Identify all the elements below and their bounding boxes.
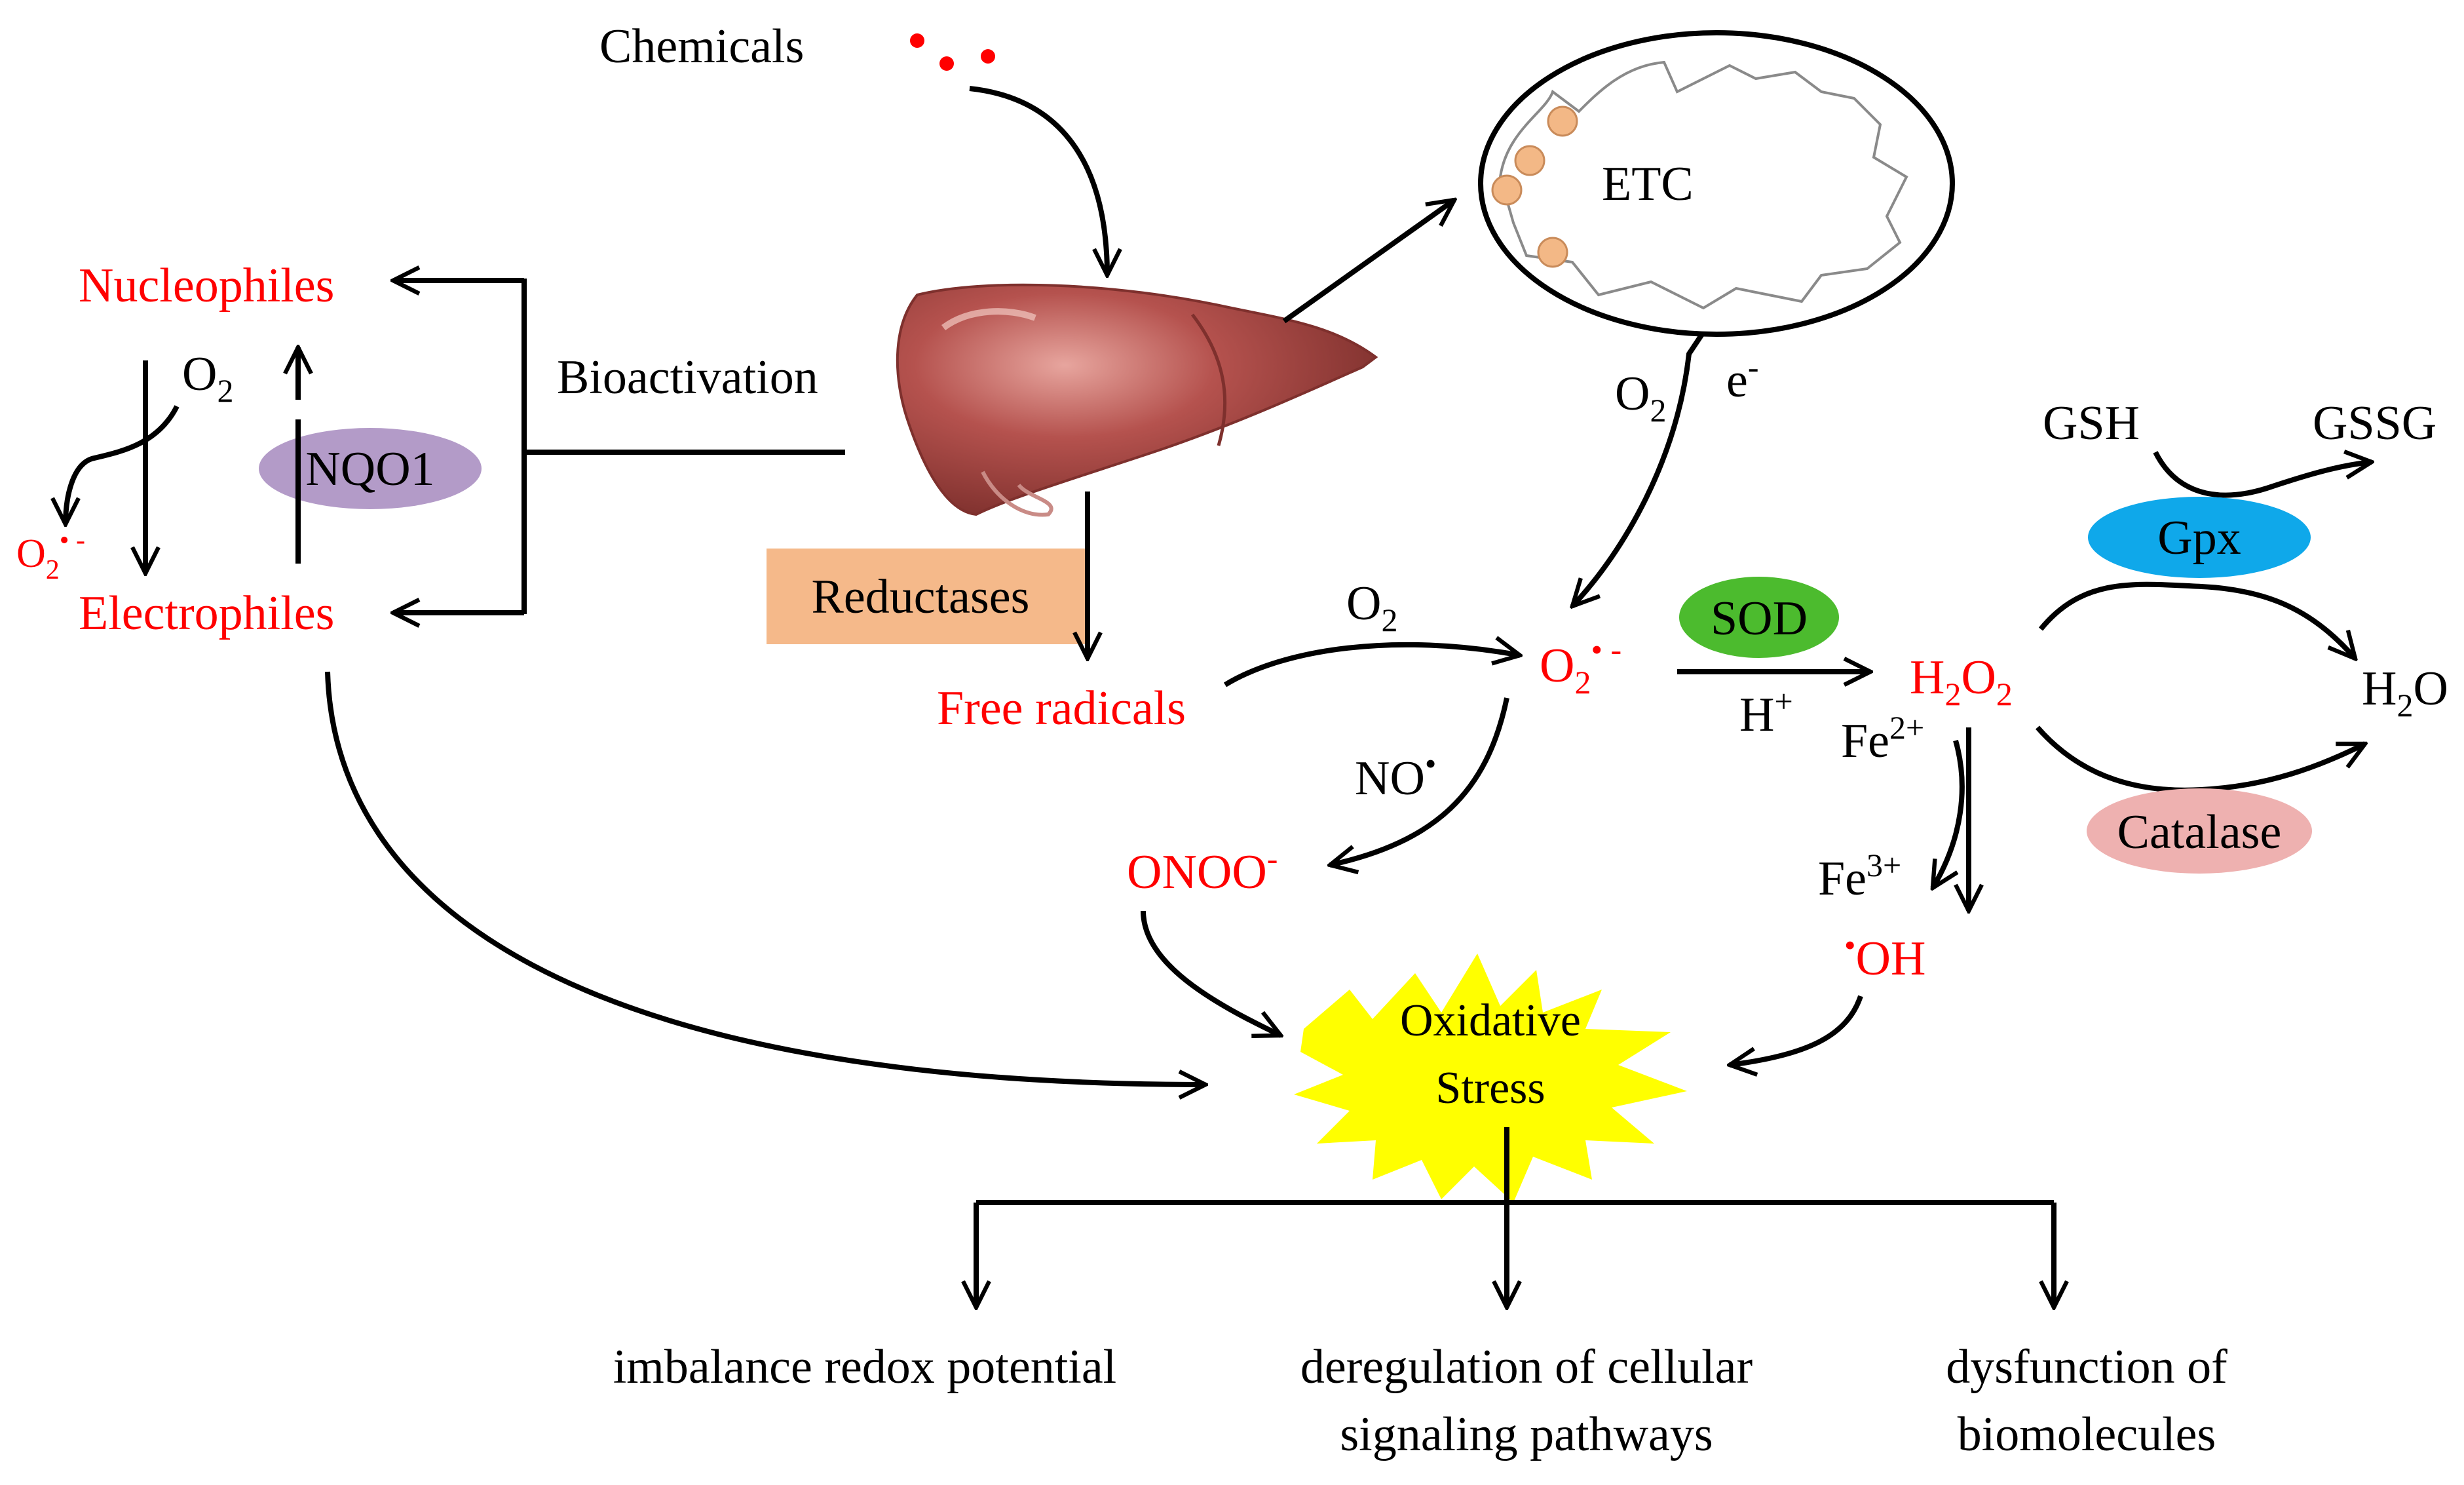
arrow-h2o2-to-h2o-catalase [2035, 725, 2365, 793]
h2o-label: H2O [2362, 662, 2448, 723]
reductases-label: Reductases [812, 570, 1030, 624]
arrow-onoo-to-stress [1141, 910, 1281, 1035]
nucleophiles-label: Nucleophiles [79, 259, 334, 313]
no-label: NO• [1355, 745, 1436, 805]
nqo1-label: NQO1 [305, 442, 434, 496]
free-radicals-label: Free radicals [937, 682, 1186, 735]
gssg-label: GSSG [2313, 396, 2436, 450]
arrow-liver-to-etc [1282, 200, 1454, 324]
etc-label: ETC [1602, 157, 1694, 211]
o2-left-label: O2 [182, 347, 233, 409]
liver-icon [896, 283, 1378, 517]
arrow-free-radicals-to-superoxide [1223, 645, 1520, 687]
superoxide-mid-label: O2• - [1540, 631, 1621, 701]
h2o2-label: H2O2 [1910, 651, 2013, 712]
fe2-label: Fe2+ [1841, 709, 1924, 768]
outcome-imbalance-redox: imbalance redox potential [613, 1340, 1116, 1394]
chemical-dots [910, 33, 995, 71]
arrow-etc-to-superoxide [1572, 332, 1705, 606]
oxidative-stress-label-1: Oxidative [1400, 995, 1581, 1046]
arrow-fe2-to-fe3 [1933, 739, 1965, 888]
h-plus-label: H+ [1739, 683, 1793, 742]
fe3-label: Fe3+ [1818, 847, 1901, 906]
arrow-oh-to-stress [1730, 995, 1863, 1065]
sod-label: SOD [1711, 592, 1808, 646]
catalase-label: Catalase [2117, 805, 2282, 859]
gpx-ellipse [2088, 497, 2311, 578]
outcome-deregulation-line2: signaling pathways [1340, 1408, 1713, 1461]
reductases-box [767, 549, 1088, 644]
arrow-h2o2-to-h2o-gpx [2038, 581, 2355, 659]
arrow-chemicals-to-liver [969, 86, 1107, 275]
oxidative-stress-label-2: Stress [1435, 1063, 1545, 1113]
arrow-superoxide-to-onoo [1330, 697, 1509, 865]
mitochondrion-icon [1478, 30, 1955, 337]
outcome-dysfunction-line1: dysfunction of [1946, 1340, 2227, 1394]
outcome-deregulation-line1: deregulation of cellular [1300, 1340, 1753, 1394]
outcome-dysfunction-line2: biomolecules [1958, 1408, 2216, 1461]
electrophiles-label: Electrophiles [79, 587, 334, 640]
arrow-o2-to-superoxide-left [66, 405, 180, 524]
arrow-electrophiles-to-stress [325, 671, 1205, 1085]
gpx-label: Gpx [2157, 511, 2241, 565]
o2-mid-label: O2 [1346, 577, 1397, 638]
oxidative-stress-star [1294, 954, 1687, 1203]
o2-etc-label: O2 [1615, 367, 1666, 429]
bioactivation-label: Bioactivation [557, 351, 818, 404]
chemicals-label: Chemicals [599, 20, 804, 73]
electron-label: e- [1726, 349, 1759, 408]
arrow-gsh-to-gssg [2153, 452, 2372, 498]
gsh-label: GSH [2043, 396, 2140, 450]
onoo-label: ONOO- [1127, 840, 1278, 899]
sod-ellipse [1679, 577, 1839, 658]
nqo1-ellipse [259, 428, 482, 509]
catalase-ellipse [2087, 788, 2312, 874]
superoxide-left-label: O2• - [16, 526, 85, 585]
hydroxyl-label: •OH [1844, 927, 1925, 986]
